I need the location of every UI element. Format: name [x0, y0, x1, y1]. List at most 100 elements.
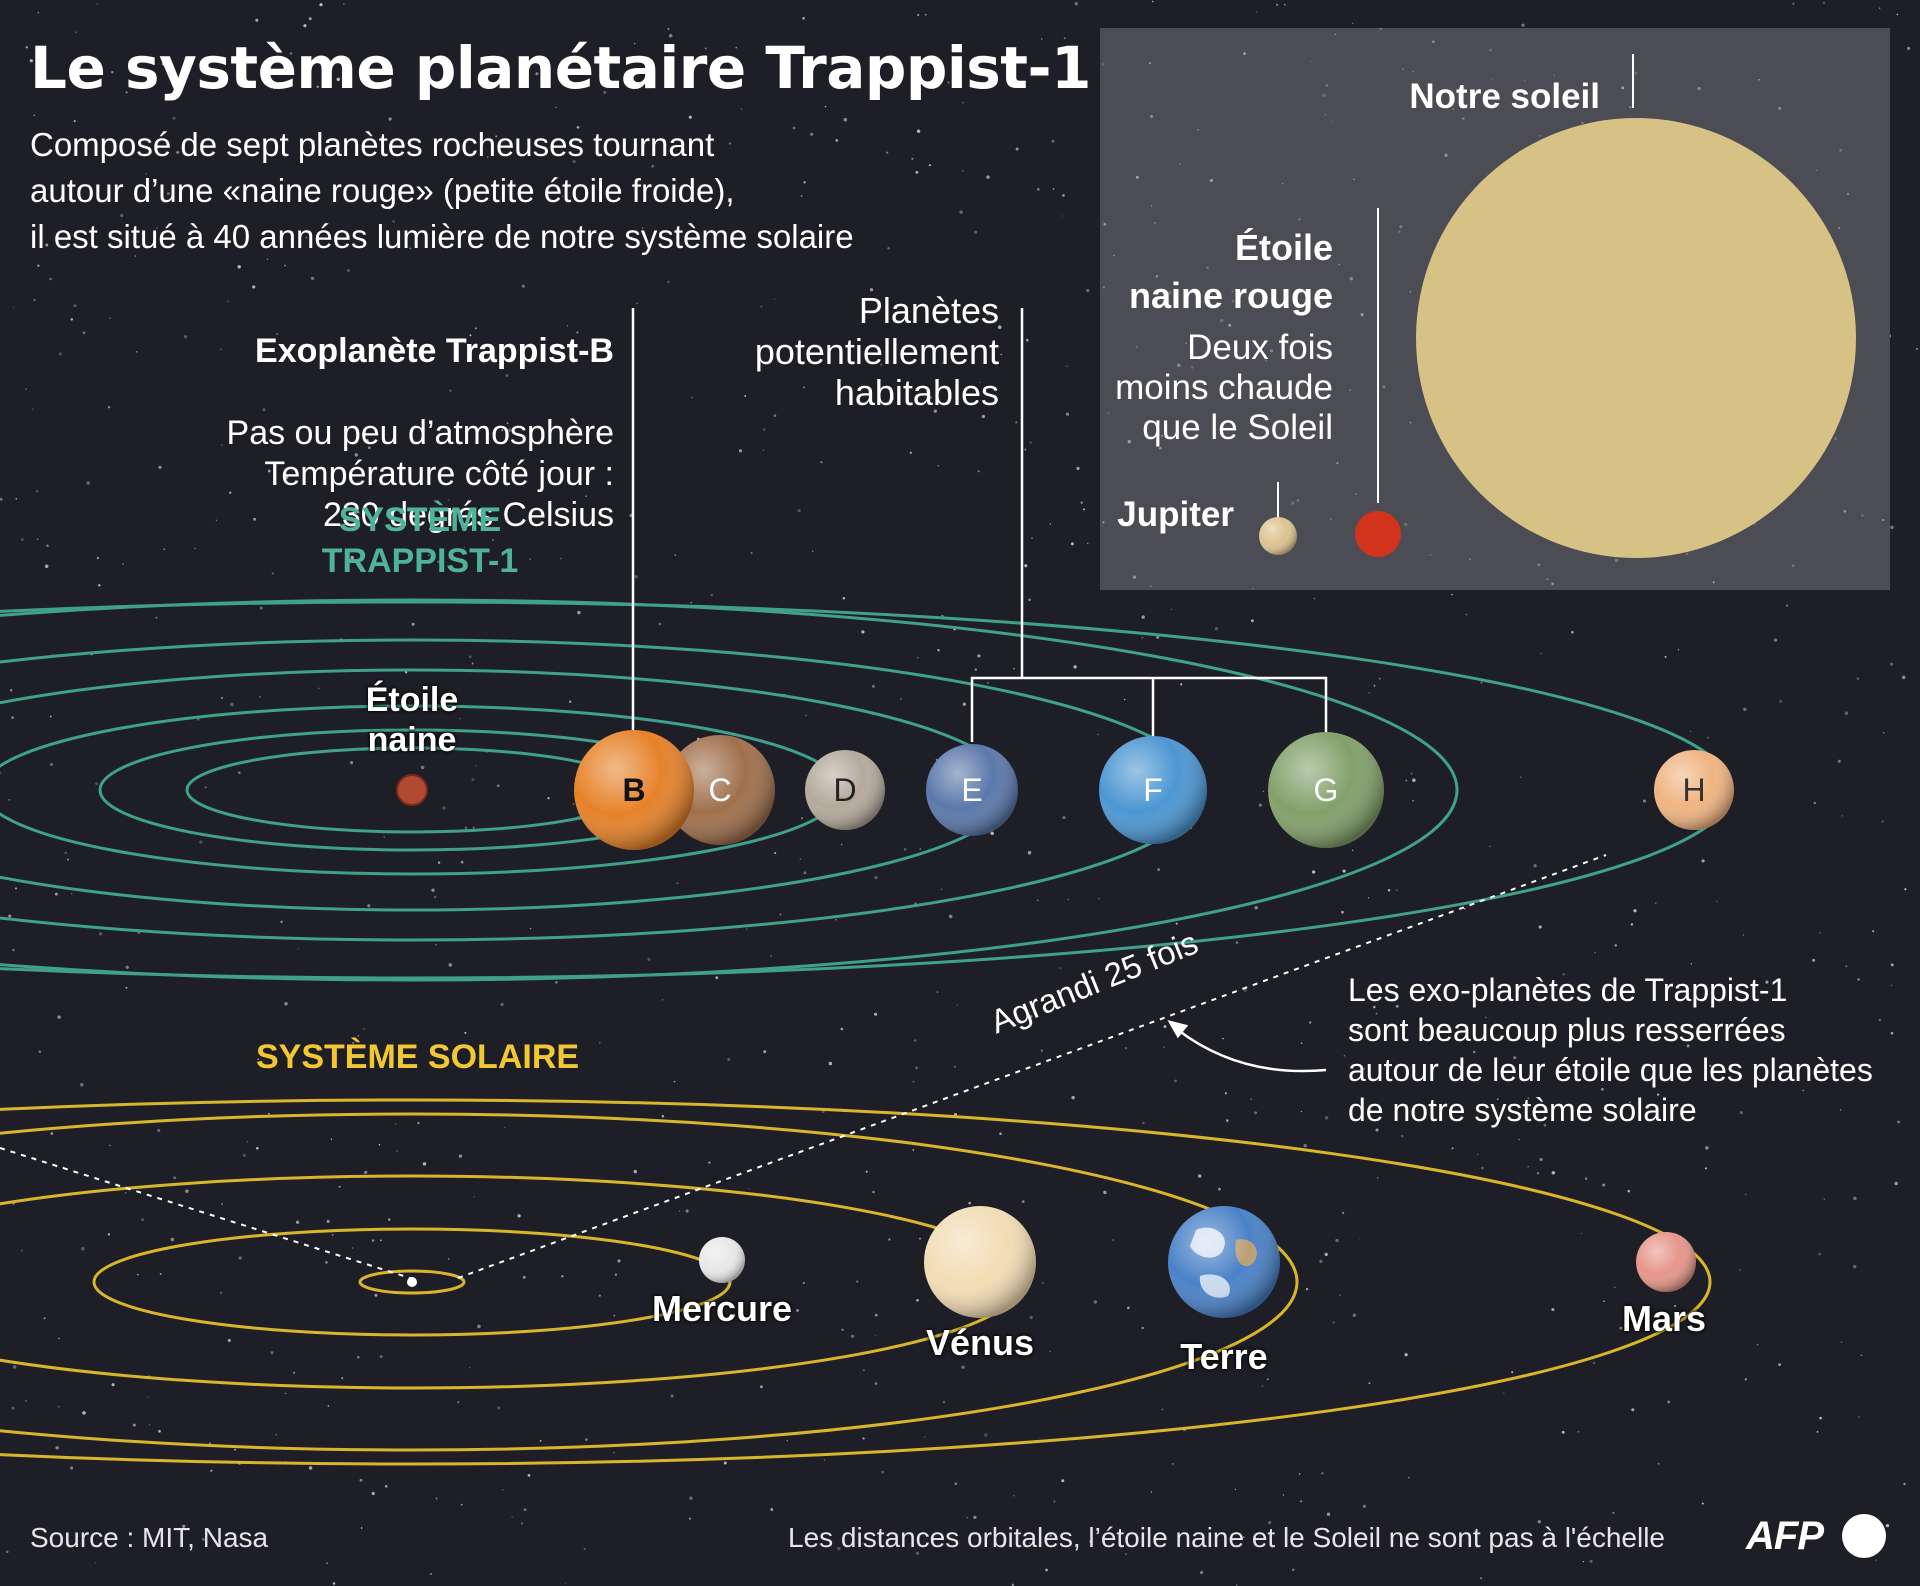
star [810, 132, 814, 136]
star [585, 1438, 588, 1441]
star [350, 761, 354, 765]
star [1135, 345, 1138, 348]
star [1123, 698, 1126, 701]
star [545, 195, 549, 198]
star [1860, 514, 1864, 518]
star [1523, 79, 1526, 82]
star [962, 170, 964, 172]
star [1465, 614, 1467, 616]
orbit-venus [0, 1174, 1024, 1390]
star [1881, 820, 1884, 823]
star [1262, 297, 1265, 299]
star [1813, 801, 1816, 805]
star [1141, 1121, 1145, 1125]
star [184, 335, 188, 339]
star [962, 702, 966, 706]
star [535, 72, 539, 76]
star [11, 716, 15, 719]
star [840, 843, 843, 846]
star [1325, 84, 1329, 87]
star [919, 848, 922, 850]
star [1112, 1239, 1114, 1241]
star [555, 981, 558, 984]
star [1839, 1109, 1842, 1111]
star [1395, 889, 1398, 892]
star [98, 584, 101, 587]
star [915, 1066, 918, 1070]
star [561, 1275, 564, 1278]
star [1258, 803, 1262, 807]
star [997, 325, 1002, 329]
star [740, 108, 743, 110]
star [673, 1080, 676, 1083]
star [464, 341, 467, 344]
star [913, 1039, 917, 1042]
star [614, 1273, 618, 1276]
star [379, 1239, 382, 1242]
star [305, 236, 308, 239]
star [1677, 648, 1680, 651]
star [1198, 1174, 1202, 1178]
star [704, 47, 707, 50]
star [378, 1143, 381, 1146]
afp-logo-dot [1842, 1514, 1886, 1558]
star [1214, 626, 1219, 631]
star [1241, 292, 1244, 295]
star [1367, 897, 1370, 899]
star [459, 717, 461, 720]
star [276, 332, 279, 336]
star [1818, 1252, 1821, 1256]
star [1264, 359, 1268, 362]
star [120, 213, 124, 218]
star [617, 1259, 621, 1263]
star [1571, 630, 1574, 634]
star [667, 280, 670, 284]
star [1402, 68, 1404, 70]
star [1444, 153, 1448, 157]
star [1629, 1101, 1631, 1104]
star [527, 1474, 531, 1477]
star [1633, 909, 1637, 913]
star [1657, 1093, 1660, 1096]
star [430, 1572, 432, 1575]
planet-f [1099, 736, 1207, 844]
star [1355, 493, 1357, 495]
star [73, 119, 76, 123]
star [1538, 925, 1542, 929]
star [125, 91, 128, 94]
comparison-note: Les exo-planètes de Trappist-1 sont beau… [1348, 972, 1873, 1128]
star [1149, 585, 1153, 588]
planet-b [574, 730, 694, 850]
star [95, 782, 98, 785]
star [1915, 347, 1918, 350]
star [1025, 338, 1029, 342]
star [1382, 385, 1386, 389]
star [1375, 1128, 1379, 1132]
star [1161, 1408, 1164, 1411]
star [25, 46, 28, 49]
sun-dot [407, 1277, 417, 1287]
star [1036, 899, 1039, 902]
star [1412, 778, 1416, 783]
star [1629, 105, 1632, 109]
star [325, 1261, 328, 1264]
star [327, 1405, 330, 1407]
star [1029, 1315, 1033, 1320]
star [1890, 662, 1894, 666]
star [255, 1146, 259, 1150]
star [469, 334, 472, 337]
star [1234, 1488, 1237, 1491]
star [925, 14, 927, 16]
star [1125, 1553, 1127, 1555]
star [1408, 1477, 1410, 1479]
star [1013, 667, 1015, 670]
star [338, 1185, 341, 1188]
star [1179, 163, 1181, 165]
star [1473, 1050, 1476, 1054]
star [1776, 1541, 1779, 1544]
star [1792, 2, 1795, 5]
star [392, 220, 395, 223]
star [472, 826, 475, 829]
star [1816, 1430, 1819, 1433]
star [463, 546, 466, 549]
